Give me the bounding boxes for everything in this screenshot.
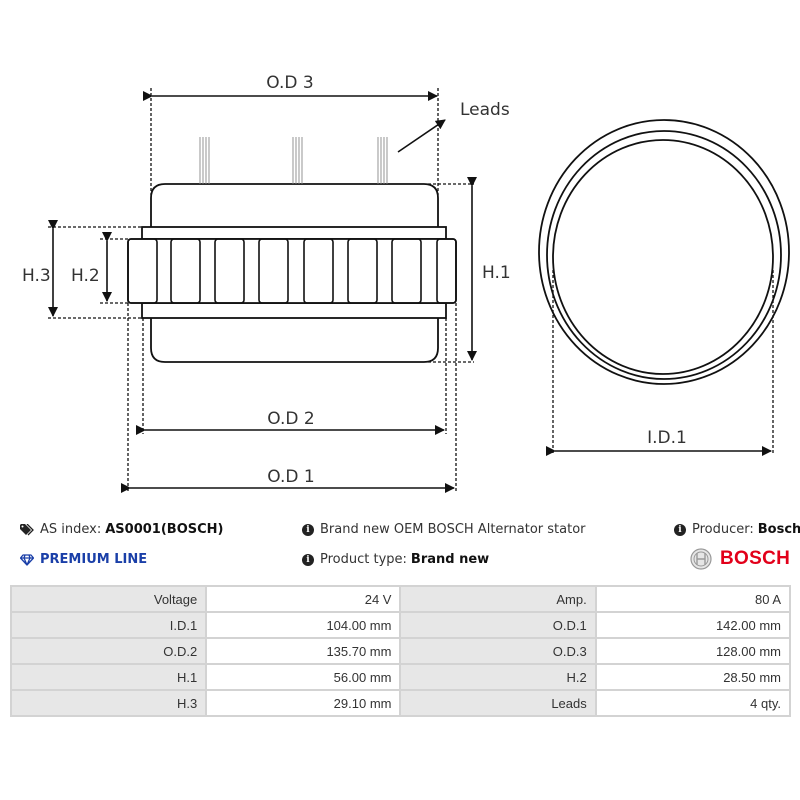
bosch-armature-icon	[690, 548, 712, 570]
spec-label: Amp.	[399, 585, 597, 613]
spec-value: 80 A	[594, 585, 792, 613]
spec-value: 135.70 mm	[205, 637, 402, 665]
label-h3: H.3	[22, 266, 51, 286]
description: i Brand new OEM BOSCH Alternator stator	[302, 522, 586, 537]
as-index-label: AS index:	[40, 522, 102, 537]
info-icon: i	[302, 553, 314, 566]
spec-label: Leads	[399, 689, 597, 717]
info-icon: i	[674, 523, 686, 536]
label-od2: O.D 2	[267, 409, 314, 429]
label-h1: H.1	[482, 263, 511, 283]
spec-label: H.2	[399, 663, 597, 691]
product-type-value: Brand new	[410, 552, 490, 567]
as-index: AS index:AS0001(BOSCH)	[20, 522, 223, 537]
table-row: H.3 29.10 mm Leads 4 qty.	[9, 689, 792, 717]
label-od3: O.D 3	[266, 73, 313, 93]
producer: i Producer:Bosch	[674, 522, 800, 537]
bosch-logo-text: BOSCH	[720, 548, 791, 569]
stator-dimension-diagram: O.D 3 Leads H.1 H.3 H.2 O.D 2 O.D 1 I.D.…	[22, 73, 790, 493]
spec-value: 128.00 mm	[594, 637, 792, 665]
spec-label: Voltage	[9, 585, 208, 613]
table-row: Voltage 24 V Amp. 80 A	[9, 585, 792, 613]
producer-label: Producer:	[692, 522, 754, 537]
spec-value: 28.50 mm	[594, 663, 792, 691]
spec-label: O.D.2	[9, 637, 208, 665]
label-od1: O.D 1	[267, 467, 314, 487]
spec-value: 142.00 mm	[594, 611, 792, 639]
label-id1: I.D.1	[647, 428, 687, 448]
premium-line-badge: PREMIUM LINE	[20, 552, 147, 567]
product-type: i Product type:Brand new	[302, 552, 489, 567]
label-h2: H.2	[71, 266, 100, 286]
table-row: O.D.2 135.70 mm O.D.3 128.00 mm	[9, 637, 792, 665]
product-type-label: Product type:	[320, 552, 407, 567]
premium-line-text: PREMIUM LINE	[40, 552, 148, 567]
spec-value: 4 qty.	[594, 689, 792, 717]
label-leads: Leads	[460, 100, 510, 120]
table-row: H.1 56.00 mm H.2 28.50 mm	[9, 663, 792, 691]
as-index-value: AS0001(BOSCH)	[105, 522, 224, 537]
spec-label: O.D.1	[399, 611, 597, 639]
producer-value: Bosch	[757, 522, 800, 537]
spec-label: H.1	[9, 663, 208, 691]
spec-value: 24 V	[205, 585, 402, 613]
table-row: I.D.1 104.00 mm O.D.1 142.00 mm	[9, 611, 792, 639]
spec-label: H.3	[9, 689, 208, 717]
spec-label: O.D.3	[399, 637, 597, 665]
spec-value: 104.00 mm	[205, 611, 402, 639]
description-text: Brand new OEM BOSCH Alternator stator	[320, 522, 586, 537]
spec-table: Voltage 24 V Amp. 80 A I.D.1 104.00 mm O…	[9, 585, 792, 717]
spec-value: 29.10 mm	[205, 689, 402, 717]
tags-icon	[20, 523, 34, 535]
spec-value: 56.00 mm	[205, 663, 402, 691]
bosch-logo: BOSCH	[690, 548, 790, 570]
diamond-icon	[20, 553, 34, 566]
info-icon: i	[302, 523, 314, 536]
spec-label: I.D.1	[9, 611, 208, 639]
